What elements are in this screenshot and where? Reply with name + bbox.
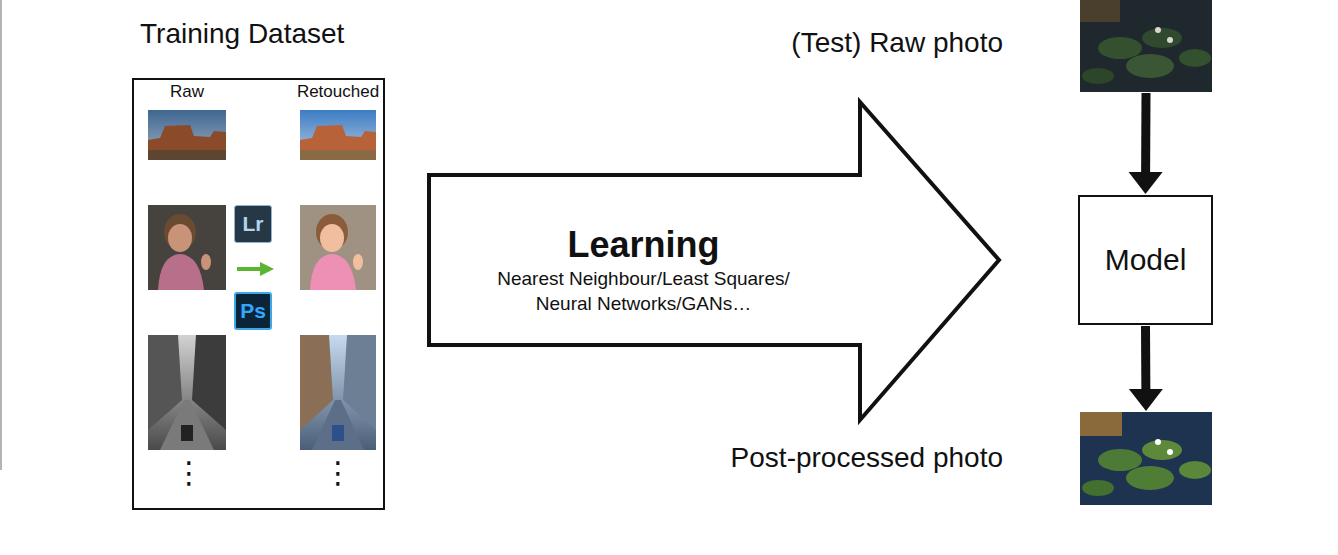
learning-block-arrow: LearningNearest Neighbour/Least Squares/… — [427, 100, 1002, 422]
column-header: Raw — [170, 82, 204, 102]
arrow-shaft — [1141, 93, 1150, 174]
app-label: Lr — [243, 212, 264, 236]
street-retouched-photo — [300, 335, 376, 450]
photo-caption: Post-processed photo — [731, 443, 1003, 473]
girl-raw-photo — [148, 205, 226, 290]
column-header: Retouched — [297, 82, 379, 102]
photo-caption: (Test) Raw photo — [791, 28, 1003, 58]
model-box: Model — [1078, 195, 1213, 325]
result-photo-node: Post-processed photo — [1080, 412, 1212, 505]
arrow-head — [1129, 172, 1163, 194]
method-list: Nearest Neighbour/Least Squares/ Neural … — [479, 266, 809, 316]
street-raw-photo — [148, 335, 226, 450]
test-photo-node: (Test) Raw photo — [1080, 0, 1212, 92]
ellipsis: ⋮ — [323, 456, 353, 490]
flow-arrow — [1129, 326, 1163, 411]
desert-retouched-photo — [300, 110, 376, 160]
dataset-heading: Training Dataset — [140, 18, 344, 50]
photoshop-icon: Ps — [234, 292, 272, 330]
girl-retouched-photo — [300, 205, 376, 290]
flow-arrow — [1129, 93, 1163, 194]
test-raw-photo — [1080, 0, 1212, 92]
desert-raw-photo — [148, 110, 226, 160]
model-label: Model — [1105, 243, 1187, 277]
convert-arrow — [237, 262, 274, 276]
post-processed-photo — [1080, 412, 1212, 505]
dataset-box: Training DatasetRawRetouched⋮⋮LrPs — [132, 78, 385, 510]
ellipsis: ⋮ — [174, 456, 204, 490]
lightroom-icon: Lr — [234, 205, 272, 243]
arrow-title: Learning — [427, 224, 860, 266]
arrow-shaft — [1141, 326, 1150, 391]
arrow-head — [1129, 389, 1163, 411]
page-edge-line — [0, 0, 2, 470]
arrow-text-area: LearningNearest Neighbour/Least Squares/… — [427, 224, 860, 316]
app-label: Ps — [240, 299, 266, 323]
